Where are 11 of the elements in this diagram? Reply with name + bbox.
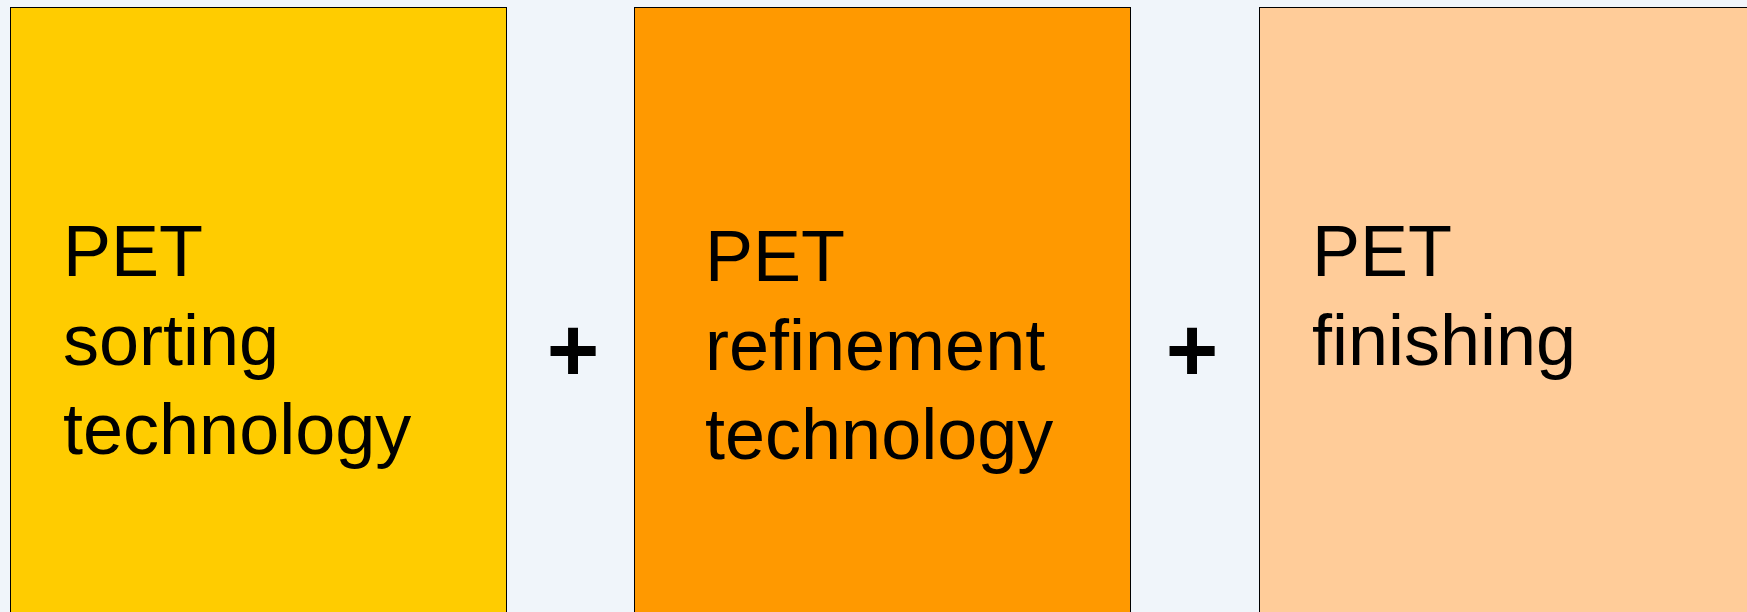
process-box [10,7,507,612]
plus-sign: + [546,305,600,395]
box-heading: PET [705,215,846,298]
box-heading: PET [63,210,204,293]
box-text: finishing [1312,299,1577,382]
plus-sign: + [1165,305,1219,395]
box-heading: PET [1312,210,1453,293]
box-text: refinement technology [705,304,1055,476]
box-text: sorting technology [63,299,413,471]
process-box [634,7,1131,612]
process-box [1259,7,1747,612]
